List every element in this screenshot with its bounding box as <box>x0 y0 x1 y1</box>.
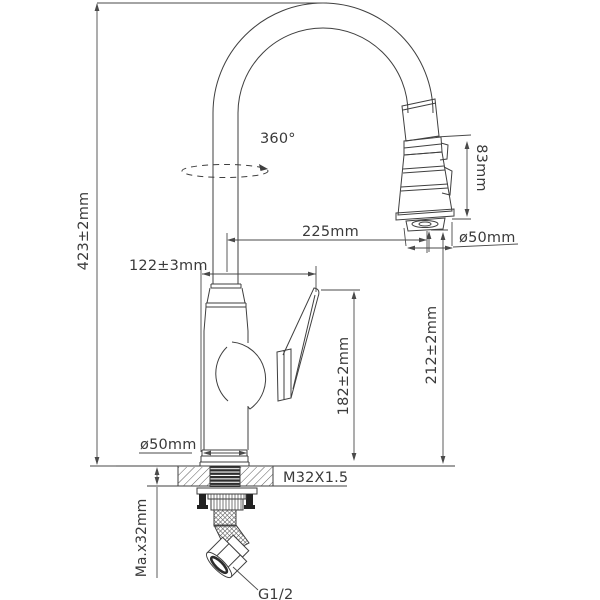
label-spray-head-diameter: ø50mm <box>459 230 516 246</box>
mounting-nut <box>207 493 247 500</box>
inlet-leader-line <box>232 566 259 591</box>
handle <box>276 287 320 402</box>
label-spout-reach: 225mm <box>302 224 359 240</box>
dim-spout-reach <box>226 231 432 272</box>
mounting-bolt-right <box>246 494 253 506</box>
wand-collar <box>401 98 440 142</box>
dim-handle-height <box>321 289 360 461</box>
dim-spray-head-height <box>435 134 472 220</box>
dimension-lines <box>90 2 519 591</box>
valve-ball-joint <box>215 341 267 410</box>
mounting-shank <box>209 466 241 487</box>
dim-total-height <box>90 2 327 467</box>
faucet-outline <box>115 2 455 579</box>
label-handle-height: 182±2mm <box>336 337 352 416</box>
label-mounting-thread: M32X1.5 <box>283 470 348 486</box>
handle-socket <box>276 348 292 402</box>
label-spray-head-height: 83mm <box>473 144 489 192</box>
spray-toggle-button <box>439 142 453 196</box>
label-outlet-height: 212±2mm <box>424 306 440 385</box>
spout-arc-outer <box>212 2 434 114</box>
faucet-body <box>203 331 249 450</box>
swivel-ellipse <box>181 164 269 178</box>
mounting-bracket <box>196 487 258 511</box>
dim-max-deck-thickness <box>154 467 160 578</box>
spout-arc-inner <box>237 27 409 114</box>
dim-outlet-height <box>431 229 448 464</box>
dim-spout-offset <box>200 266 317 452</box>
handle-lever <box>282 287 320 399</box>
dim-spray-head-diameter <box>403 222 519 251</box>
spray-head <box>395 136 455 232</box>
riser-pipe <box>212 113 239 284</box>
spray-head-rim <box>395 208 455 221</box>
swivel-arrow-icon <box>259 164 268 171</box>
label-spout-offset: 122±3mm <box>129 258 208 274</box>
dim-base-diameter <box>139 450 247 456</box>
label-inlet-connection: G1/2 <box>258 587 293 600</box>
inlet-nut <box>205 534 250 579</box>
mounting-bolt-left <box>199 494 206 506</box>
outlet-axis-arrow <box>426 231 432 239</box>
countertop-section <box>115 465 455 487</box>
label-max-deck-thickness: Ma.x32mm <box>134 499 150 577</box>
spray-nozzle <box>405 217 446 232</box>
label-base-diameter: ø50mm <box>140 437 197 453</box>
faucet-neck <box>203 283 249 332</box>
dimension-labels: 423±2mm 360° 83mm 225mm ø50mm 122±3mm 21… <box>76 131 516 600</box>
label-total-height: 423±2mm <box>76 192 92 271</box>
label-swivel-angle: 360° <box>260 131 296 147</box>
